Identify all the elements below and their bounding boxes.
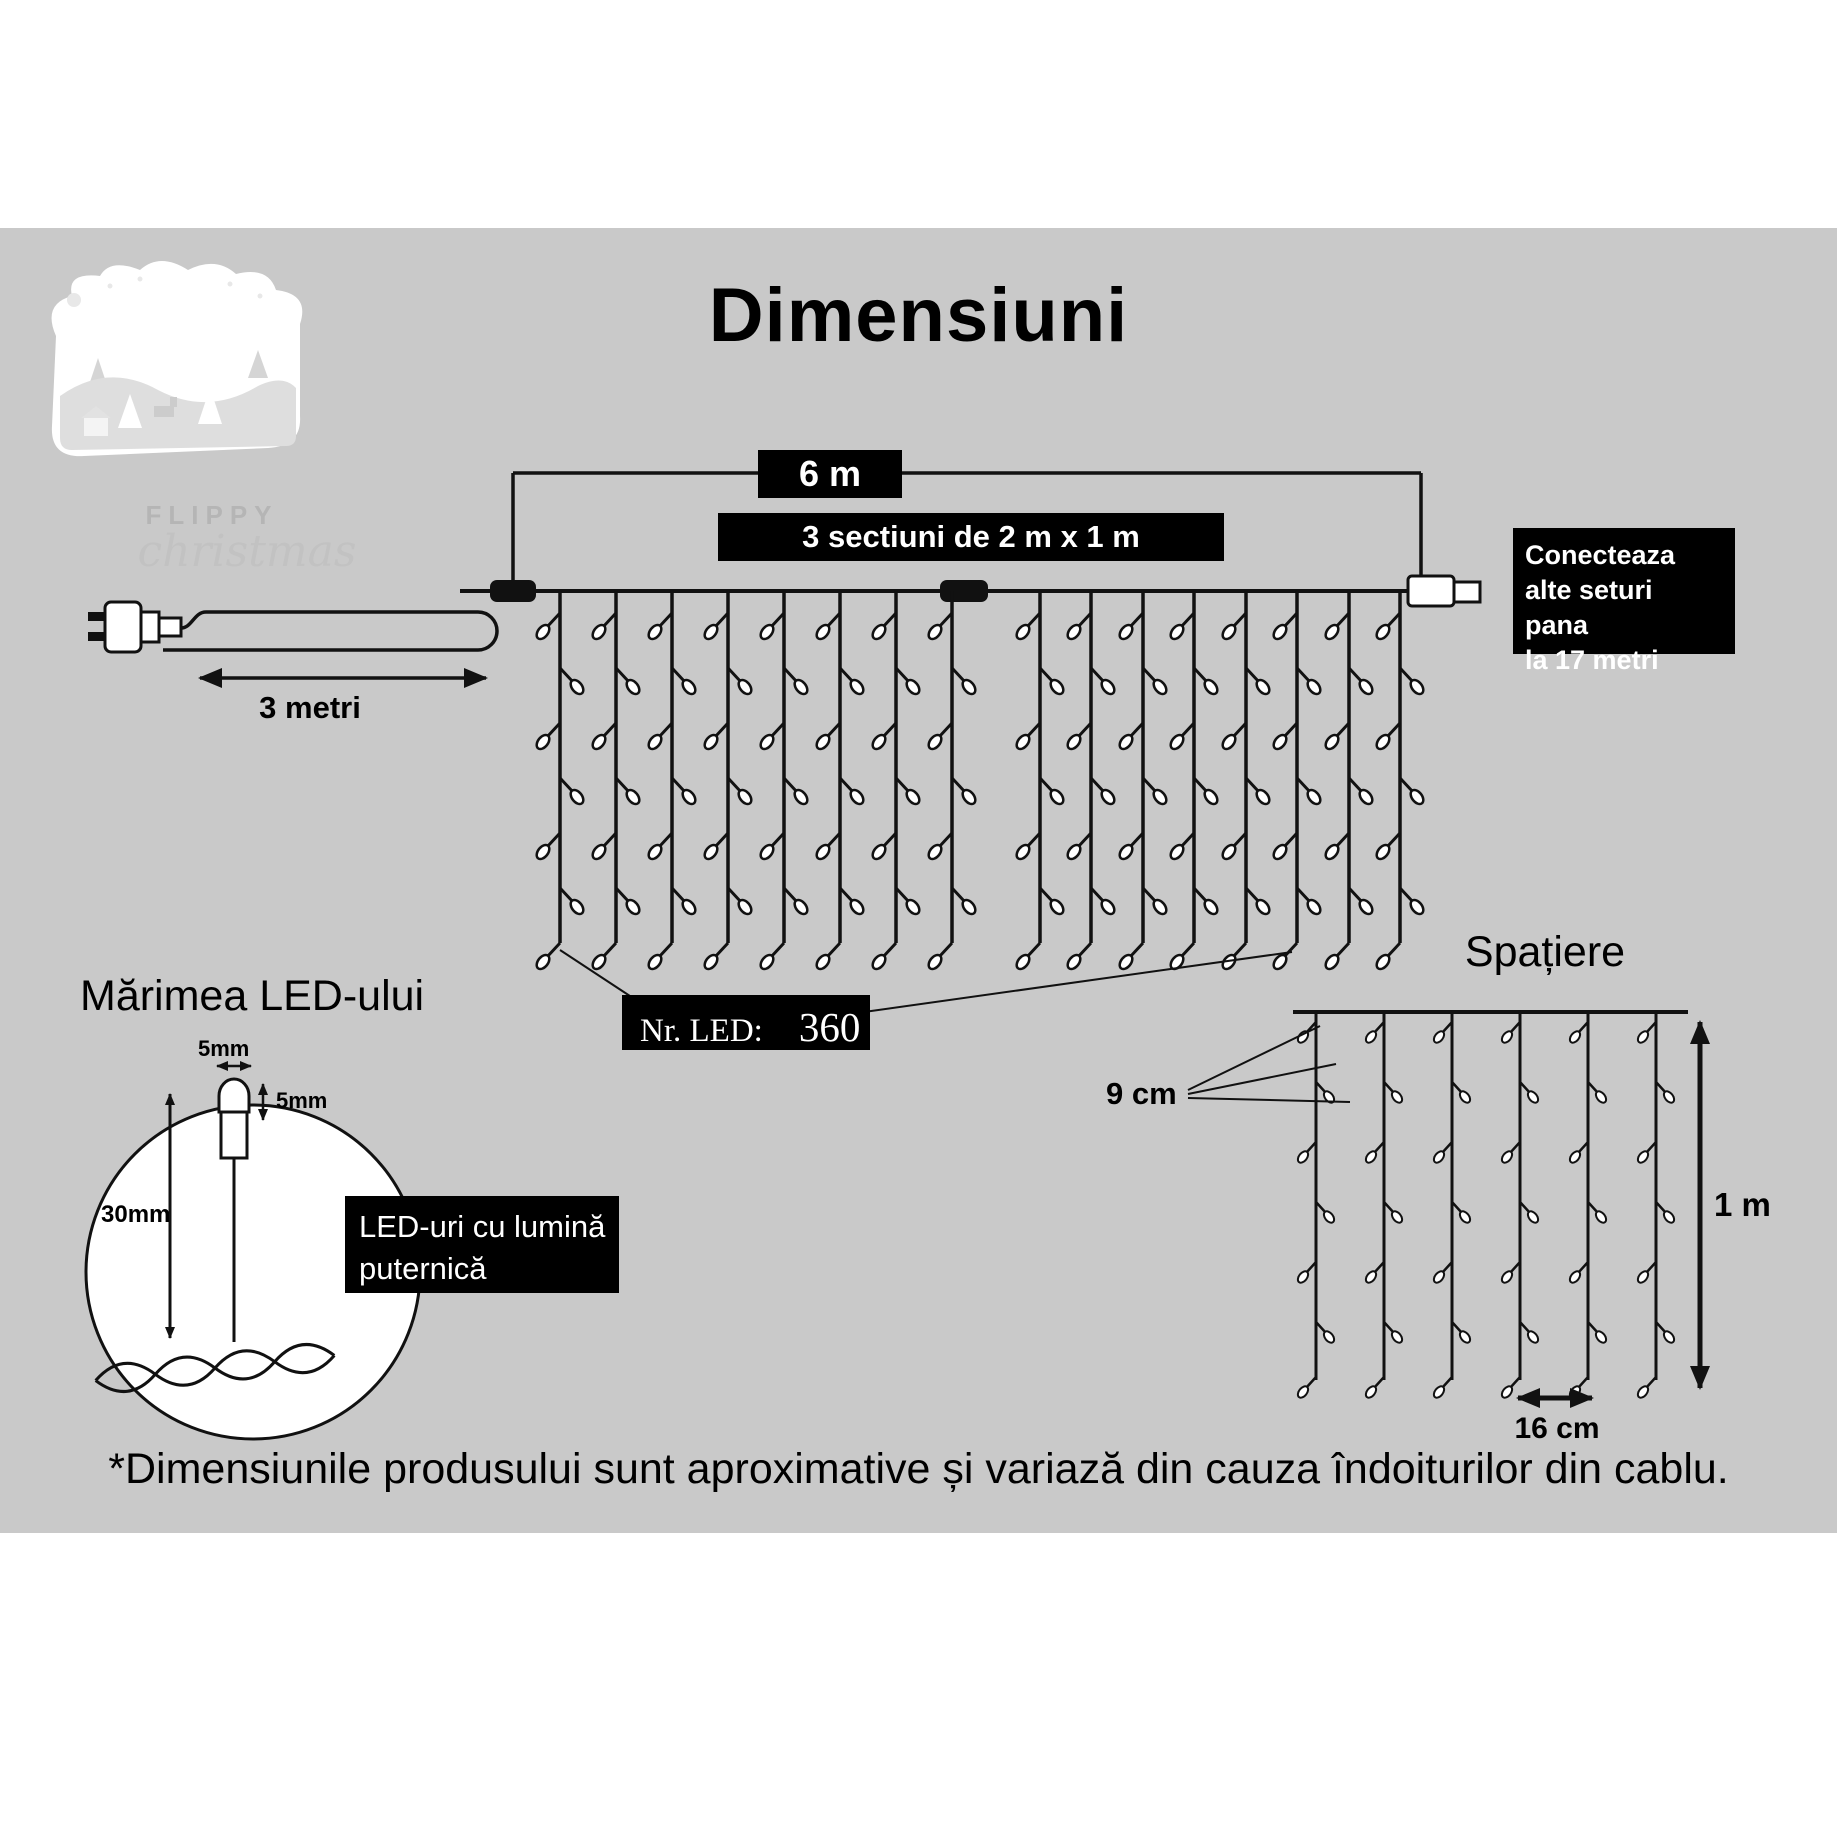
connect-line: alte seturi pana — [1525, 575, 1653, 641]
star-icon — [227, 281, 233, 287]
bulb-cap-label: 5mm — [276, 1088, 328, 1113]
strand-gap-label: 16 cm — [1514, 1412, 1600, 1445]
curtain-height-label: 1 m — [1714, 1186, 1771, 1223]
led-brightness-box: LED-uri cu lumină puternică — [345, 1196, 619, 1293]
led-brightness-line: LED-uri cu lumină — [359, 1209, 606, 1244]
led-count-value: 360 — [798, 1004, 861, 1050]
connect-line: la 17 metri — [1525, 645, 1659, 676]
led-size-diagram — [84, 1061, 422, 1441]
sections-box: 3 sectiuni de 2 m x 1 m — [718, 513, 1224, 561]
footnote: *Dimensiunile produsului sunt aproximati… — [108, 1445, 1729, 1493]
total-length-box: 6 m — [758, 450, 902, 498]
led-gap-callout-lines — [1187, 1025, 1351, 1103]
end-plug-icon — [1406, 574, 1456, 608]
bulb-width-label: 5mm — [198, 1036, 250, 1061]
star-icon — [257, 293, 263, 299]
logo-sub-text: christmas — [138, 526, 357, 577]
led-size-title: Mărimea LED-ului — [80, 972, 425, 1020]
lead-length-label: 3 metri — [259, 690, 361, 725]
power-plug-icon — [88, 600, 183, 654]
curtain-right — [1014, 591, 1426, 971]
wire-connector — [940, 580, 988, 602]
house-icon — [84, 418, 108, 436]
logo-hills — [60, 377, 296, 450]
logo-brand-text: FLIPPY — [145, 500, 278, 530]
star-icon — [107, 283, 113, 289]
led-brightness-line: puternică — [359, 1250, 487, 1286]
led-bulb-icon — [217, 1077, 251, 1342]
moon-icon — [67, 293, 81, 307]
page-title: Dimensiuni — [708, 273, 1129, 358]
led-count-callout-lines — [559, 949, 1293, 1013]
led-count-label: Nr. LED: — [640, 1013, 763, 1049]
twisted-wire-icon — [94, 1343, 336, 1393]
total-length-label: 6 m — [798, 453, 862, 494]
bulb-total-height-label: 30mm — [101, 1201, 171, 1228]
deer-icon — [154, 406, 174, 417]
curtain-wire — [460, 574, 1482, 608]
tree-icon — [198, 388, 222, 424]
tree-icon — [248, 350, 268, 378]
house-roof-icon — [81, 406, 111, 418]
end-plug-tip-icon — [1452, 580, 1482, 604]
logo-art: FLIPPY christmas — [51, 261, 357, 577]
connect-sets-box: Conecteaza alte seturi pana la 17 metri — [1513, 528, 1735, 675]
led-gap-label: 9 cm — [1106, 1076, 1177, 1111]
curtain-left — [534, 591, 978, 971]
spacing-diagram — [1187, 1010, 1710, 1408]
wire-connector — [490, 580, 536, 602]
lead-wire-loop — [163, 610, 499, 652]
led-count-box: Nr. LED: 360 — [622, 995, 870, 1050]
star-icon — [137, 276, 143, 282]
dimension-bracket — [511, 471, 1423, 582]
tree-icon — [118, 394, 142, 428]
deer-head-icon — [170, 397, 177, 407]
sections-label: 3 sectiuni de 2 m x 1 m — [802, 519, 1140, 554]
spacing-title: Spațiere — [1464, 928, 1626, 976]
connect-line: Conecteaza — [1525, 540, 1676, 570]
